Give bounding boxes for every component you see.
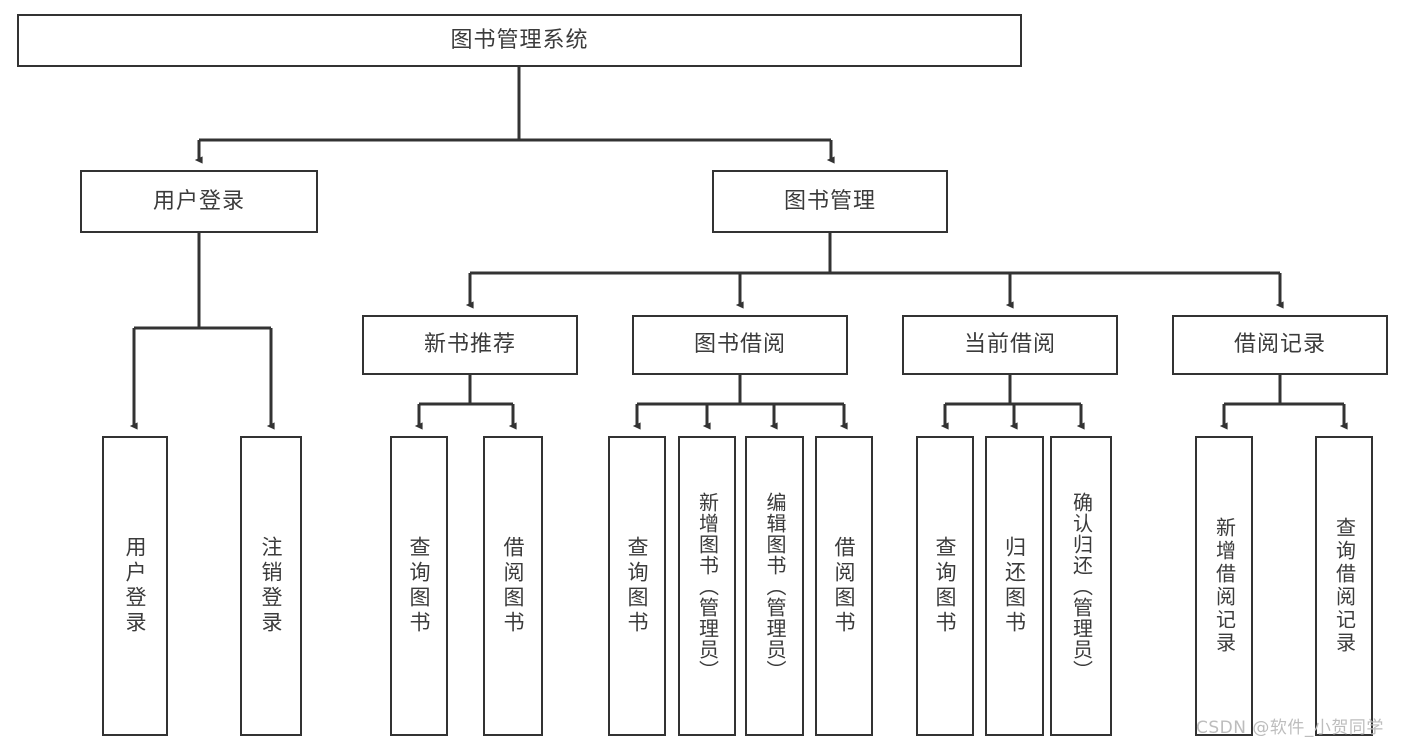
node-leaf-borrow-book-label: 借阅图书 (832, 536, 857, 636)
node-leaf-confirm-return-admin[interactable]: 确认归还（管理员） (1050, 436, 1112, 736)
node-user-login-label: 用户登录 (152, 188, 245, 214)
node-leaf-borrow-book-rec-label: 借阅图书 (501, 536, 526, 636)
node-book-borrow-label: 图书借阅 (693, 332, 786, 357)
node-leaf-borrow-book-rec[interactable]: 借阅图书 (483, 436, 543, 736)
node-borrow-record-label: 借阅记录 (1233, 332, 1326, 357)
node-leaf-query-book-rec[interactable]: 查询图书 (390, 436, 448, 736)
book-borrow-to-leaves-connectors (632, 375, 848, 430)
node-leaf-user-login-label: 用户登录 (123, 536, 148, 636)
node-leaf-query-borrow-record-label: 查询借阅记录 (1332, 517, 1357, 655)
new-book-recommend-to-leaves-connectors (414, 375, 517, 430)
node-book-borrow[interactable]: 图书借阅 (632, 315, 848, 375)
node-leaf-query-book-rec-label: 查询图书 (407, 536, 432, 636)
node-leaf-query-book-borrow-label: 查询图书 (625, 536, 650, 636)
node-current-borrow[interactable]: 当前借阅 (902, 315, 1118, 375)
node-leaf-query-borrow-record[interactable]: 查询借阅记录 (1315, 436, 1373, 736)
node-leaf-borrow-book[interactable]: 借阅图书 (815, 436, 873, 736)
node-leaf-add-borrow-record-label: 新增借阅记录 (1212, 517, 1237, 655)
node-book-management[interactable]: 图书管理 (712, 170, 948, 233)
node-leaf-user-logout-label: 注销登录 (259, 536, 284, 636)
node-borrow-record[interactable]: 借阅记录 (1172, 315, 1388, 375)
root-to-level2-connectors (194, 67, 835, 164)
node-leaf-query-book-borrow[interactable]: 查询图书 (608, 436, 666, 736)
book-management-to-level3-connectors (465, 233, 1284, 309)
node-leaf-add-borrow-record[interactable]: 新增借阅记录 (1195, 436, 1253, 736)
node-leaf-add-book-admin[interactable]: 新增图书（管理员） (678, 436, 736, 736)
borrow-record-to-leaves-connectors (1219, 375, 1348, 430)
node-book-management-label: 图书管理 (783, 188, 876, 214)
node-leaf-return-book[interactable]: 归还图书 (985, 436, 1044, 736)
node-new-book-recommend[interactable]: 新书推荐 (362, 315, 578, 375)
node-leaf-user-login[interactable]: 用户登录 (102, 436, 168, 736)
node-current-borrow-label: 当前借阅 (963, 332, 1056, 357)
node-leaf-user-logout[interactable]: 注销登录 (240, 436, 302, 736)
node-new-book-recommend-label: 新书推荐 (423, 332, 516, 357)
node-leaf-query-book-cur[interactable]: 查询图书 (916, 436, 974, 736)
current-borrow-to-leaves-connectors (940, 375, 1085, 430)
node-leaf-confirm-return-admin-label: 确认归还（管理员） (1069, 491, 1094, 681)
node-root-label: 图书管理系统 (450, 27, 589, 53)
node-user-login[interactable]: 用户登录 (80, 170, 318, 233)
node-leaf-query-book-cur-label: 查询图书 (933, 536, 958, 636)
node-root[interactable]: 图书管理系统 (17, 14, 1022, 67)
user-login-to-leaves-connectors (129, 233, 275, 430)
node-leaf-return-book-label: 归还图书 (1002, 536, 1027, 636)
node-leaf-edit-book-admin[interactable]: 编辑图书（管理员） (745, 436, 804, 736)
node-leaf-edit-book-admin-label: 编辑图书（管理员） (763, 491, 787, 681)
node-leaf-add-book-admin-label: 新增图书（管理员） (695, 491, 720, 681)
